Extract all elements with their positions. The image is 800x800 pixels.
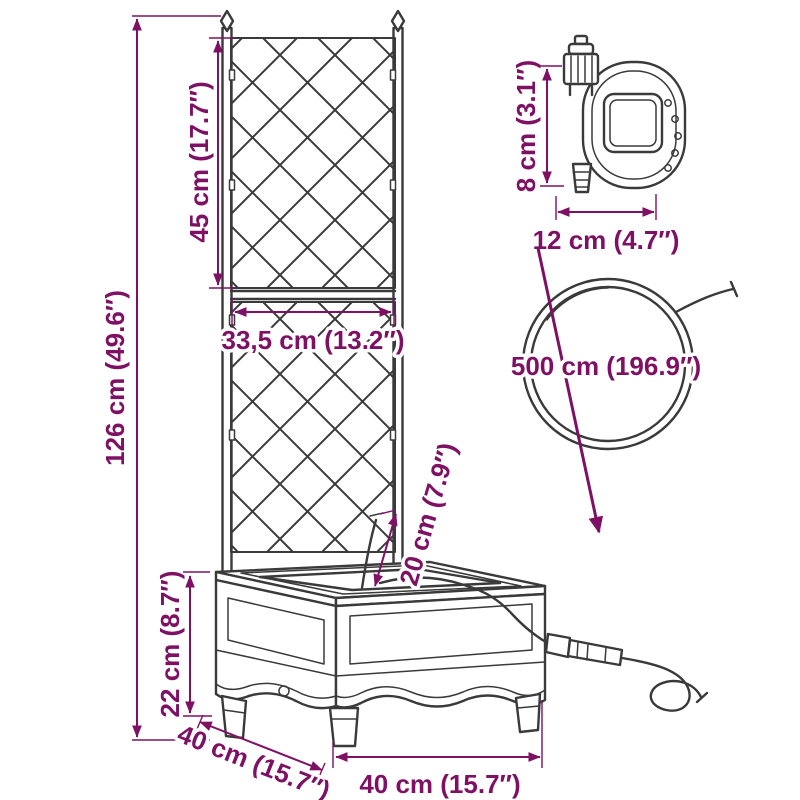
planter-foot-middle xyxy=(328,706,360,748)
dim-planter-height-label: 22 cm (8.7″) xyxy=(155,571,185,718)
post-clip xyxy=(389,314,397,326)
lattice-lines xyxy=(231,38,395,288)
dim-trellis-width-label: 33,5 cm (13.2″) xyxy=(221,325,404,355)
dim-planter-depth-line xyxy=(199,721,323,771)
timer-to-planter-arrow xyxy=(536,247,604,534)
left-face-wave-line xyxy=(215,682,337,699)
ext-total-height xyxy=(132,15,221,741)
coil-tail-end xyxy=(729,280,739,298)
post-clip xyxy=(389,429,397,441)
drain-hole xyxy=(278,685,290,697)
dim-planter-depth-label: 40 cm (15.7″) xyxy=(173,718,334,800)
dim-timer-width-label: 12 cm (4.7″) xyxy=(533,225,680,255)
timer-button xyxy=(671,115,679,123)
timer-screen-inner xyxy=(609,99,657,147)
ext-planter-height xyxy=(183,571,212,717)
hose-from-planter xyxy=(378,576,553,647)
supply-hose xyxy=(378,576,709,712)
coupler-neck xyxy=(568,82,594,97)
hose-loop xyxy=(620,656,703,712)
right-post-finial xyxy=(390,9,406,33)
dim-timer-height-label: 8 cm (3.1″) xyxy=(511,60,541,192)
front-face-wave-line xyxy=(335,685,546,699)
dim-total-height-label: 126 cm (49.6″) xyxy=(100,290,130,466)
left-face-panel xyxy=(227,597,325,665)
timer-body-inner-line xyxy=(591,70,677,180)
timer-button xyxy=(664,164,672,172)
trellis xyxy=(219,9,406,578)
ext-trellis-width xyxy=(231,298,395,326)
post-clip xyxy=(389,179,397,191)
dim-hose-length-label: 500 cm (196.9″) xyxy=(511,351,701,381)
timer-button xyxy=(674,132,682,140)
hose-end-cap xyxy=(695,691,709,704)
dim-riser-height-line xyxy=(373,513,398,587)
planter-box xyxy=(214,512,547,748)
lattice-panel-top xyxy=(231,38,395,288)
ext-timer-height xyxy=(540,65,564,187)
dim-trellis-height-label: 45 cm (17.7″) xyxy=(184,81,214,242)
post-clip xyxy=(389,69,397,81)
trellis-middle-rails xyxy=(229,289,397,301)
left-face-band-line xyxy=(215,649,337,677)
coil-inner xyxy=(529,285,687,443)
lattice-panel-top-frame xyxy=(230,37,396,289)
foot-detail xyxy=(517,705,540,709)
post-clip xyxy=(228,69,236,81)
hose-connector-ridges xyxy=(576,641,607,663)
left-post-finial xyxy=(219,9,235,33)
foot-detail xyxy=(223,709,246,714)
planter-foot-right xyxy=(514,692,542,734)
post-clip xyxy=(228,179,236,191)
water-timer xyxy=(562,34,687,194)
ext-trellis-height xyxy=(209,37,233,289)
timer-hose-barb xyxy=(571,162,593,194)
timer-button xyxy=(671,149,679,157)
coil-tail xyxy=(674,287,735,314)
barb-ridges xyxy=(573,171,591,188)
post-clip xyxy=(228,429,236,441)
hose-connector-body xyxy=(566,638,624,667)
front-face-panel xyxy=(349,603,533,665)
coil-outer xyxy=(521,277,695,451)
dimension-lines xyxy=(132,15,657,778)
timer-tap-coupler xyxy=(562,52,600,86)
lattice-panel-bottom-frame xyxy=(230,301,396,553)
hose-connector-collar xyxy=(544,632,572,659)
timer-tap-cap xyxy=(567,42,595,56)
ext-timer-width xyxy=(555,194,657,220)
ext-planter-width xyxy=(332,700,543,768)
timer-screen xyxy=(602,92,664,154)
coupler-threads xyxy=(570,55,593,83)
timer-button xyxy=(664,99,672,107)
dim-planter-width-label: 40 cm (15.7″) xyxy=(359,769,520,799)
front-face-band-line xyxy=(335,661,546,677)
